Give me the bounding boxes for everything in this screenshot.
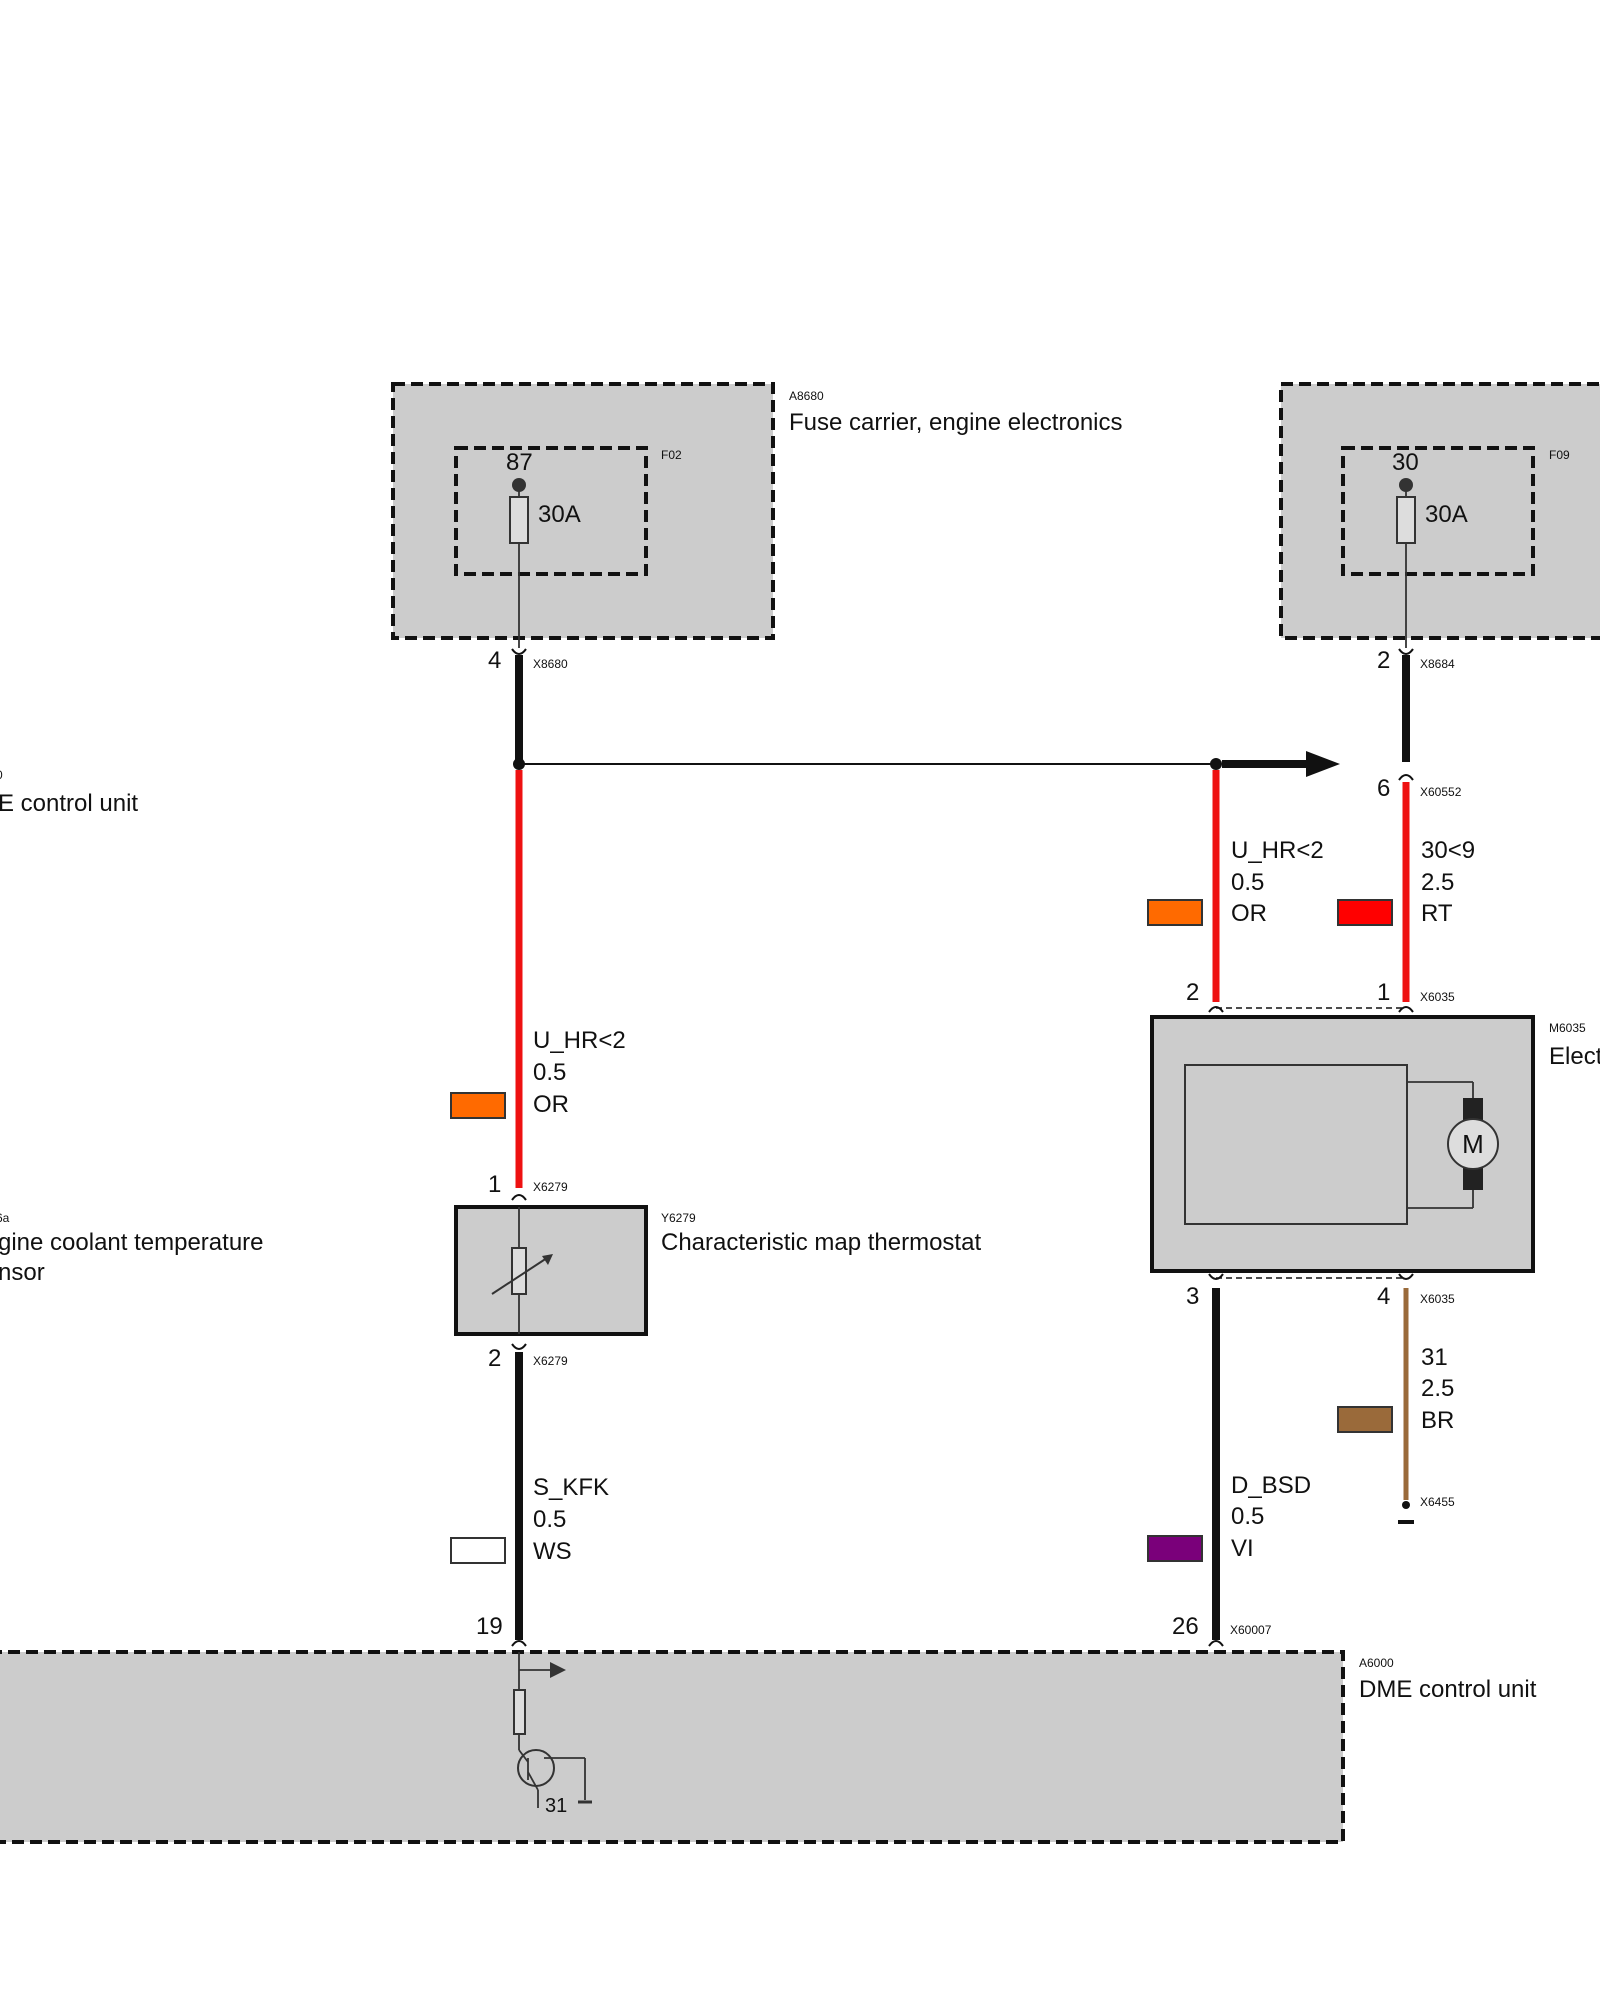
- arrow-right-icon: [1306, 751, 1340, 777]
- wire-signal: 30<9: [1421, 837, 1475, 864]
- wire-color: OR: [533, 1091, 569, 1118]
- sensor-left-id: 6a: [0, 1211, 10, 1225]
- wire-gauge: 2.5: [1421, 869, 1454, 896]
- wire-color: BR: [1421, 1407, 1454, 1434]
- pump-block: M: [1150, 1015, 1535, 1273]
- wire-gauge: 0.5: [1231, 869, 1264, 896]
- connector-x8684-icon: [1398, 648, 1414, 655]
- id-x60007: X60007: [1230, 1623, 1272, 1637]
- connector-x8680-icon: [511, 648, 527, 655]
- dme-ground-label: 31: [545, 1795, 567, 1817]
- dme-id: A6000: [1359, 1656, 1394, 1670]
- wire-signal: S_KFK: [533, 1474, 609, 1501]
- pin-x60007-19: 19: [476, 1613, 503, 1640]
- pin-x6279-2: 2: [488, 1345, 501, 1372]
- thermostat-name: Characteristic map thermostat: [661, 1229, 981, 1256]
- pin-x6035-3: 3: [1186, 1283, 1199, 1310]
- connector-x6279-top-icon: [511, 1194, 527, 1201]
- fuse-f09-id: F09: [1549, 448, 1570, 462]
- wire-color: RT: [1421, 900, 1453, 927]
- wire-signal: D_BSD: [1231, 1472, 1311, 1499]
- connector-x60552-icon: [1398, 774, 1414, 781]
- pump-name: Elect: [1549, 1043, 1600, 1070]
- id-x6279-top: X6279: [533, 1180, 568, 1194]
- wire-label-w6: 31 2.5 BR: [1337, 1344, 1454, 1434]
- connector-x6035-pin3-icon: [1208, 1273, 1224, 1280]
- wire-gauge: 2.5: [1421, 1375, 1454, 1402]
- pin-x6279-1: 1: [488, 1171, 501, 1198]
- connector-x6035-pin1-icon: [1398, 1006, 1414, 1013]
- splice-right: [1210, 758, 1222, 770]
- id-x6455: X6455: [1420, 1495, 1455, 1509]
- wire-signal: 31: [1421, 1344, 1448, 1371]
- fuse-f09-rating: 30A: [1425, 501, 1468, 528]
- connector-x6035-pin4-icon: [1398, 1273, 1414, 1280]
- color-swatch-ws: [450, 1537, 506, 1564]
- pin-x60007-26: 26: [1172, 1613, 1199, 1640]
- wire-color: OR: [1231, 900, 1267, 927]
- color-swatch-vi: [1147, 1535, 1203, 1562]
- svg-text:M: M: [1462, 1129, 1484, 1159]
- fuse-f09-icon: [1396, 496, 1416, 544]
- pin-x6035-1: 1: [1377, 979, 1390, 1006]
- color-swatch-or: [450, 1092, 506, 1119]
- color-swatch-or: [1147, 899, 1203, 926]
- pin-x60552: 6: [1377, 775, 1390, 802]
- connector-x6279-bottom-icon: [511, 1343, 527, 1350]
- dme-left-name: E control unit: [0, 790, 138, 817]
- id-x6279-bottom: X6279: [533, 1354, 568, 1368]
- sensor-left-name-1: gine coolant temperature: [0, 1229, 264, 1256]
- fuse-f02-id: F02: [661, 448, 682, 462]
- fuse-f02-icon: [509, 496, 529, 544]
- thermostat-id: Y6279: [661, 1211, 696, 1225]
- connector-x60007-pin26-icon: [1208, 1640, 1224, 1647]
- id-x6035-bottom: X6035: [1420, 1292, 1455, 1306]
- fuse-carrier-id: A8680: [789, 389, 824, 403]
- connector-x60007-pin19-icon: [511, 1640, 527, 1647]
- wire-gauge: 0.5: [533, 1059, 566, 1086]
- fuse-f02-rating: 30A: [538, 501, 581, 528]
- wire-label-w4: S_KFK 0.5 WS: [450, 1474, 609, 1565]
- wire-color: VI: [1231, 1535, 1254, 1562]
- signal-arrow-icon: [550, 1662, 566, 1678]
- id-x6035-top: X6035: [1420, 990, 1455, 1004]
- wire-signal: U_HR<2: [533, 1027, 626, 1054]
- wire-label-w3: 30<9 2.5 RT: [1337, 837, 1475, 927]
- motor-icon: [1447, 1118, 1499, 1170]
- splice-left: [513, 758, 525, 770]
- fuse-f09-pin: 30: [1392, 449, 1419, 476]
- variable-resistor-icon: [491, 1255, 551, 1295]
- color-swatch-br: [1337, 1406, 1393, 1433]
- id-x8684: X8684: [1420, 657, 1455, 671]
- wire-signal: U_HR<2: [1231, 837, 1324, 864]
- pin-x8684: 2: [1377, 647, 1390, 674]
- wire-color: WS: [533, 1538, 572, 1565]
- wire-gauge: 0.5: [533, 1506, 566, 1533]
- dme-name: DME control unit: [1359, 1676, 1537, 1703]
- id-x60552: X60552: [1420, 785, 1462, 799]
- wire-label-w2: U_HR<2 0.5 OR: [1147, 837, 1324, 927]
- pin-x6035-2: 2: [1186, 979, 1199, 1006]
- wire-label-w1: U_HR<2 0.5 OR: [450, 1027, 626, 1119]
- pump-id: M6035: [1549, 1021, 1586, 1035]
- wire-label-w5: D_BSD 0.5 VI: [1147, 1472, 1311, 1562]
- fuse-carrier-right: 30 30A F09: [1279, 382, 1600, 648]
- dme-block: 31: [0, 1650, 1345, 1844]
- connector-x6035-pin2-icon: [1208, 1006, 1224, 1013]
- thermostat-block: [454, 1205, 648, 1336]
- pin-x8680: 4: [488, 647, 501, 674]
- sensor-left-name-2: nsor: [0, 1259, 45, 1286]
- wire-gauge: 0.5: [1231, 1503, 1264, 1530]
- fuse-carrier-name: Fuse carrier, engine electronics: [789, 409, 1123, 436]
- id-x8680: X8680: [533, 657, 568, 671]
- color-swatch-rt: [1337, 899, 1393, 926]
- dme-left-id: 0: [0, 768, 3, 782]
- pin-x6035-4: 4: [1377, 1283, 1390, 1310]
- fuse-carrier-left: 87 30A F02: [391, 382, 775, 648]
- fuse-f02-pin: 87: [506, 449, 533, 476]
